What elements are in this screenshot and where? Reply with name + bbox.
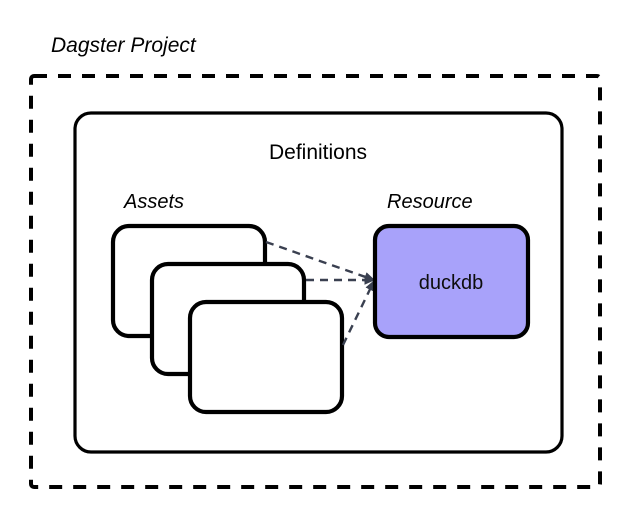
resource-node-duckdb[interactable] — [372, 223, 531, 340]
asset-card-3[interactable] — [187, 299, 345, 415]
project-boundary — [29, 74, 602, 489]
assets-section-label: Assets — [123, 191, 184, 213]
resource-node-label: duckdb — [419, 272, 484, 294]
resource-section-label: Resource — [387, 191, 473, 213]
asset-card-stack — [110, 223, 345, 415]
dependency-edges — [265, 240, 376, 346]
definitions-title: Definitions — [269, 141, 367, 164]
dependency-edge-asset3-to-duckdb — [341, 279, 376, 346]
dependency-edge-asset1-to-duckdb — [265, 240, 376, 282]
page-title: Dagster Project — [51, 34, 197, 57]
